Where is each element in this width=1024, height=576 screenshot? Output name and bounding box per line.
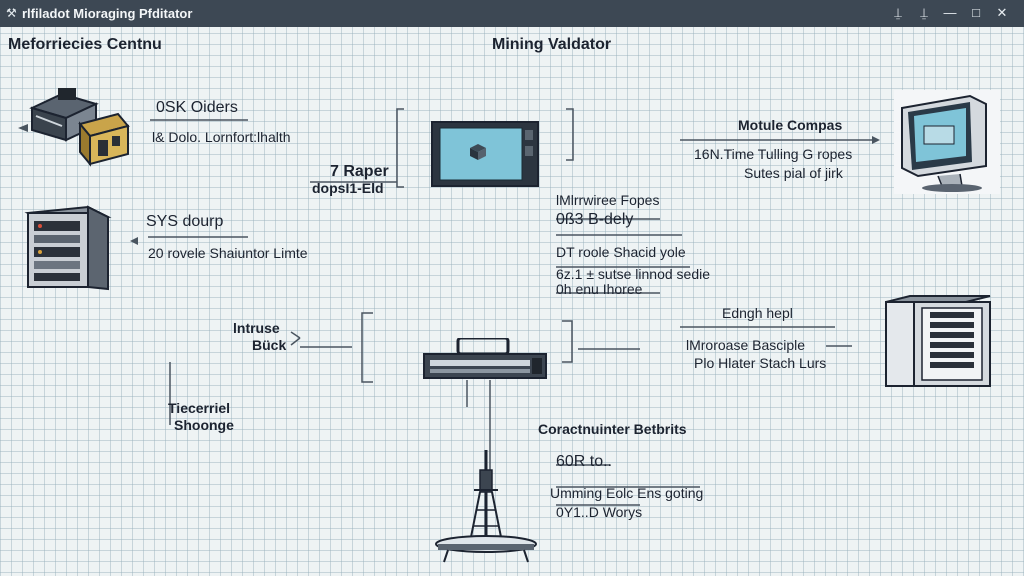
osk-title: 0SK Oiders [156, 99, 238, 116]
diagram-title: Mining Valdator [492, 36, 612, 53]
contractor-line1: 60R to.. [556, 453, 613, 470]
intruse-line1: lntruse [233, 320, 280, 336]
micro-line3: DT roole Shacid yole [556, 244, 686, 260]
contractor-line3: 0Y1..D Worys [556, 504, 643, 520]
osk-subtitle: l& Dolo. Lornfort:lhalth [152, 129, 291, 145]
micro-line4: 6z.1 ± sutse linnod sedie [556, 266, 710, 282]
antenna-tower-icon[interactable] [430, 450, 542, 566]
micro-line5: 0h enu Ihoree [556, 281, 643, 297]
app-icon: ⚒ [6, 6, 17, 20]
server-tower-icon[interactable] [24, 205, 114, 293]
pin-button[interactable]: ⍊ [894, 5, 902, 20]
sys-title: SYS dourp [146, 213, 224, 230]
rack-server-icon[interactable] [882, 294, 994, 390]
center-left-line2: dopsI1-Eld [312, 180, 384, 196]
contractor-line2: Umming Eolc Ens goting [550, 485, 704, 501]
computer-monitor-icon[interactable] [894, 90, 1002, 196]
micro-line1: lMlrrwiree Fopes [556, 192, 660, 208]
left-panel-title: Meforriecies Centnu [8, 36, 162, 53]
monitor-screen-icon[interactable] [430, 120, 542, 190]
minimize-button[interactable]: — [943, 5, 957, 20]
intruse-line2: Bück [252, 337, 287, 353]
module-line1: 16N.Time Tulling G ropes [694, 146, 853, 162]
contractor-title: Coractnuinter Betbrits [538, 421, 687, 437]
micro-line2: 0ß3 B-dely [556, 211, 634, 228]
tiecerriel-line2: Shoonge [174, 417, 234, 433]
router-device-icon[interactable] [22, 88, 134, 170]
network-switch-icon[interactable] [422, 338, 548, 384]
edngh-title: Edngh hepl [722, 305, 793, 321]
window-title: rlfiladot Mioraging Pfditator [22, 6, 193, 21]
module-line2: Sutes pial of jirk [744, 165, 843, 181]
diagram-connectors [18, 108, 880, 506]
pin-alt-button[interactable]: ⍊ [920, 5, 928, 20]
maximize-button[interactable]: □ [972, 5, 980, 20]
window-titlebar: ⚒ rlfiladot Mioraging Pfditator ⍊ ⍊ — □ … [0, 0, 1024, 27]
edngh-line1: lMroroase Basciple [686, 337, 806, 353]
close-button[interactable]: ✕ [996, 5, 1008, 20]
tiecerriel-line1: Tiecerriel [168, 400, 231, 416]
module-title: Motule Compas [738, 117, 843, 133]
sys-subtitle: 20 rovele Shaiuntor Limte [148, 245, 308, 261]
edngh-line2: Plo Hlater Stach Lurs [694, 355, 827, 371]
center-left-line1: 7 Raper [330, 163, 389, 180]
